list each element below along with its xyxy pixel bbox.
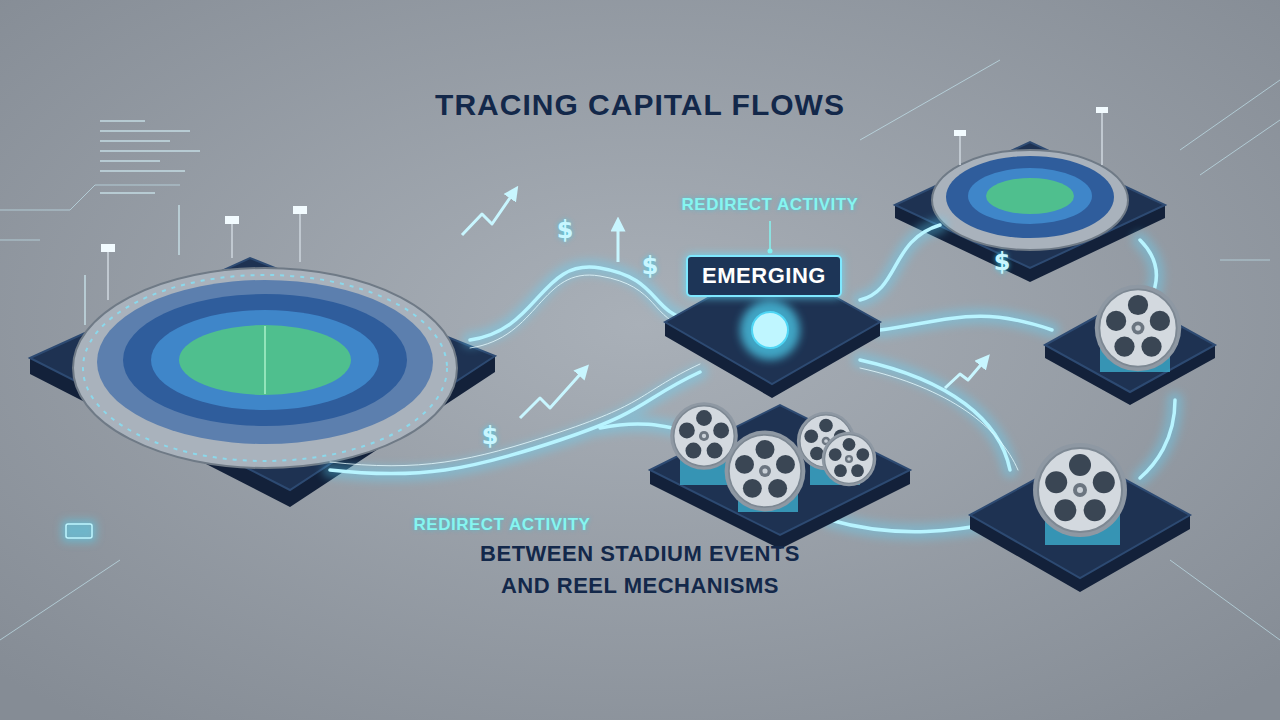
field-line [264, 326, 266, 394]
floodlight [954, 130, 966, 136]
leader-line [769, 221, 771, 249]
flow-glow [860, 225, 940, 300]
flow-line [330, 372, 700, 474]
hub-box: EMERGING [686, 255, 842, 297]
circuit-line [1170, 560, 1280, 640]
floodlight [225, 216, 239, 224]
chip-glow [62, 520, 96, 542]
light-pole [107, 250, 109, 300]
flow-glow [330, 372, 700, 474]
leader-dot [768, 249, 773, 254]
caption: BETWEEN STADIUM EVENTS AND REEL MECHANIS… [475, 538, 805, 602]
hub-core [752, 312, 788, 348]
stadium-field [179, 325, 351, 395]
circuit-line [0, 185, 180, 210]
film-reel [725, 431, 806, 512]
caption-wrap: BETWEEN STADIUM EVENTS AND REEL MECHANIS… [475, 538, 805, 602]
flow-glow [1140, 400, 1175, 478]
code-mark [178, 205, 180, 255]
code-mark [100, 120, 145, 122]
circuit-line [1180, 80, 1280, 150]
circuit-line [860, 60, 1000, 140]
node-text: EMERGING [702, 263, 826, 289]
floodlight [1096, 107, 1108, 113]
trend-arrow [945, 360, 985, 388]
label-wrap: REDIRECT ACTIVITY [414, 515, 591, 535]
label-wrap: REDIRECT ACTIVITY [682, 195, 859, 215]
code-mark [100, 130, 190, 132]
stadium-tier [946, 156, 1114, 238]
circuit-line [0, 560, 120, 640]
stadium-windows [83, 275, 447, 461]
flow-glow [860, 360, 1010, 470]
stadium-stands [968, 168, 1092, 224]
currency-symbol: $ [994, 248, 1011, 276]
circuit-line [1200, 120, 1280, 175]
title: TRACING CAPITAL FLOWS [435, 88, 845, 122]
currency-symbol: $ [557, 216, 574, 244]
circuit-line [1220, 260, 1270, 261]
chip-outline [66, 524, 92, 538]
flow-line [860, 360, 1010, 470]
stadium-stands [151, 310, 379, 410]
circuit-line [0, 240, 40, 241]
hub-glow [740, 300, 800, 360]
flow-line [1140, 400, 1175, 478]
chip-icon [62, 520, 96, 542]
stadium-tier [97, 280, 433, 444]
platform-top [895, 142, 1165, 268]
flow-glow [880, 316, 1052, 330]
light-pole [299, 212, 301, 262]
light-pole [959, 135, 961, 165]
flow-label: REDIRECT ACTIVITY [682, 195, 859, 215]
code-mark [100, 192, 155, 194]
label-wrap: $ [642, 252, 659, 280]
flow-strand [470, 275, 690, 348]
currency-symbol: $ [482, 422, 499, 450]
stadium-shell [932, 150, 1128, 250]
currency-symbol: $ [642, 252, 659, 280]
light-pole [1101, 112, 1103, 165]
code-mark [100, 170, 185, 172]
flow-strand [330, 364, 700, 466]
title-wrap: TRACING CAPITAL FLOWS [435, 88, 845, 122]
trend-arrow [520, 370, 584, 418]
code-mark [84, 275, 86, 325]
code-mark [100, 140, 170, 142]
film-reel [822, 432, 877, 487]
film-reel [1095, 285, 1181, 371]
light-pole [231, 222, 233, 258]
flow-label: REDIRECT ACTIVITY [414, 515, 591, 535]
film-reel [1033, 443, 1127, 537]
platform-top [30, 258, 495, 490]
trend-arrow [617, 224, 620, 262]
code-mark [100, 160, 160, 162]
flow-line [880, 316, 1052, 330]
floodlight [101, 244, 115, 252]
label-wrap: $ [482, 422, 499, 450]
flow-line [860, 225, 940, 300]
label-wrap: $ [994, 248, 1011, 276]
label-wrap: $ [557, 216, 574, 244]
stadium-field [986, 178, 1074, 214]
floodlight [293, 206, 307, 214]
stadium-shell [73, 268, 457, 468]
trend-arrow [462, 192, 514, 235]
code-mark [100, 150, 200, 152]
stadium-tier [123, 294, 407, 426]
flow-strand [860, 368, 1018, 470]
